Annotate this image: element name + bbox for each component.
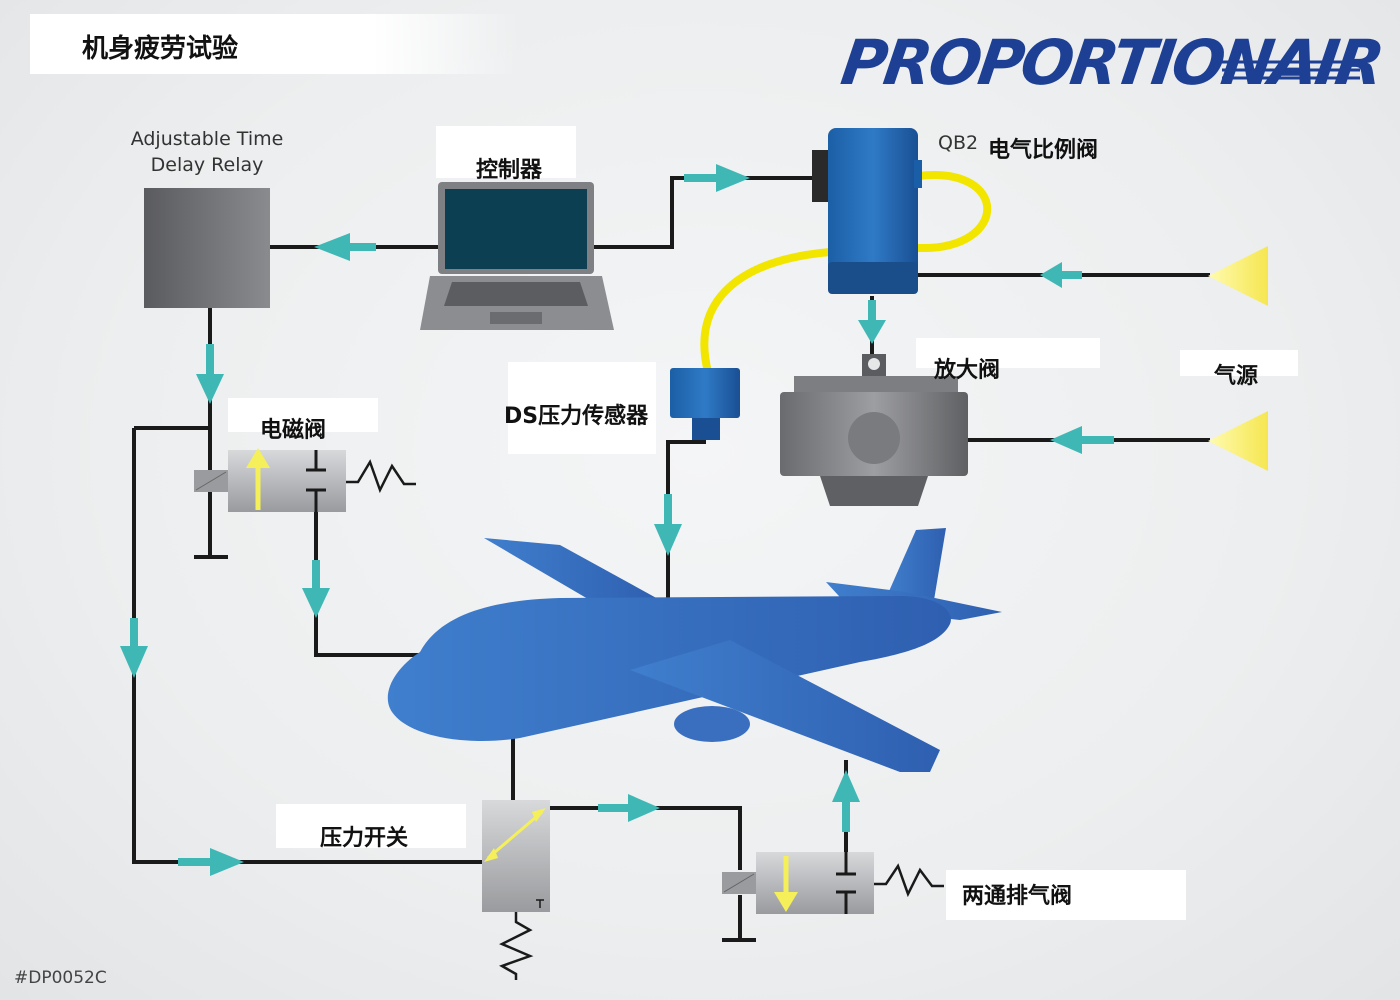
booster-label: 放大阀 [934,358,1001,383]
controller-label-box [436,126,576,178]
arrow-source-to-qb2 [1040,262,1082,288]
solenoid-valve [194,448,416,512]
exhaust-valve-label: 两通排气阀 [962,884,1073,909]
air-source-label-box [1180,350,1298,376]
arrow-switch-to-exhaust [598,794,660,822]
title-bar [30,14,520,74]
document-code: #DP0052C [14,968,107,988]
controller-label: 控制器 [476,158,543,183]
qb2-label: 电气比例阀 [988,138,1099,163]
arrow-source-to-booster [1050,426,1114,454]
booster-valve-body [780,354,968,506]
pressure-switch-label: 压力开关 [320,826,409,851]
air-source-cone-top [1208,246,1268,306]
air-source-label: 气源 [1214,364,1259,389]
pressure-switch [482,800,550,980]
arrow-left-line-down [120,618,148,678]
ds-pressure-sensor-body [670,368,740,440]
controller-laptop [420,182,614,330]
airplane [387,528,1002,772]
qb2-label-prefix: QB2 [938,132,979,154]
arrow-sensor-down [654,494,682,556]
solenoid-label: 电磁阀 [260,418,327,443]
arrow-to-pressure-switch [178,848,244,876]
arrow-exhaust-to-plane [832,770,860,832]
sensor-label-box [508,362,656,454]
page-title: 机身疲劳试验 [82,34,239,64]
air-source-cone-bottom [1208,411,1268,471]
qb2-valve-body [812,128,922,294]
arrow-controller-to-qb2 [684,164,750,192]
relay-label: Adjustable Time Delay Relay [130,128,284,176]
exhaust-valve [722,852,944,914]
arrow-relay-to-solenoid [196,344,224,404]
arrow-solenoid-to-plane [302,560,330,618]
exhaust-valve-label-box [946,870,1186,920]
logo-lines [1222,60,1360,80]
delay-relay-box [144,188,270,308]
solenoid-label-box [228,398,378,432]
arrow-qb2-to-booster [858,300,886,344]
flow-arrows [120,164,1114,876]
yellow-tube [700,171,992,376]
arrow-controller-to-relay [314,233,376,261]
pressure-switch-label-box [276,804,466,848]
booster-label-box [916,338,1100,368]
sensor-label: DS压力传感器 [504,404,649,429]
